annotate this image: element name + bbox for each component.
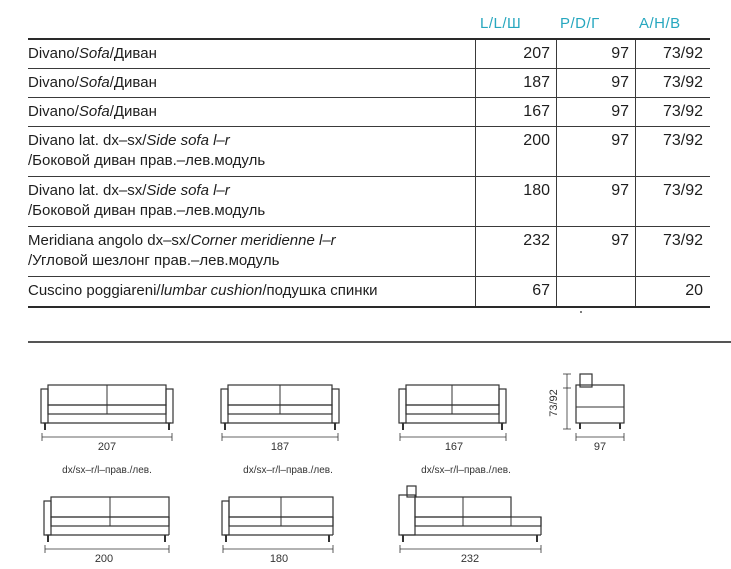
table-row: Divano/Sofa/Диван 187 97 73/92 <box>28 69 710 98</box>
cell-height: 73/92 <box>662 45 703 62</box>
cell-length: 232 <box>523 232 550 249</box>
side-sofa-180-drawing <box>221 496 334 542</box>
sofa-side-view-drawing <box>575 373 625 429</box>
table-row: Cuscino poggiareni/lumbar cushion/подушк… <box>28 277 710 308</box>
dimension-line-depth <box>575 433 625 441</box>
row-description: Divano lat. dx–sx/Side sofa l–r/Боковой … <box>28 132 266 169</box>
header-depth: P/D/Г <box>560 15 600 32</box>
table-header: L/L/Ш P/D/Г A/H/B <box>28 8 710 40</box>
sofa-187-drawing <box>220 384 340 430</box>
dimensions-table: L/L/Ш P/D/Г A/H/B Divano/Sofa/Диван 207 … <box>28 8 710 308</box>
depth-label: 97 <box>594 441 606 453</box>
row-description: Divano/Sofa/Диван <box>28 74 157 91</box>
row-description: Divano/Sofa/Диван <box>28 103 157 120</box>
cell-length: 180 <box>523 182 550 199</box>
width-label-207: 207 <box>98 441 116 453</box>
dimension-line-207 <box>41 433 173 441</box>
dimension-line-167 <box>399 433 507 441</box>
table-row: Meridiana angolo dx–sx/Corner meridienne… <box>28 227 710 277</box>
dimension-line-232 <box>399 545 542 553</box>
cell-height: 73/92 <box>662 74 703 91</box>
cell-length: 200 <box>523 132 550 149</box>
row-description: Meridiana angolo dx–sx/Corner meridienne… <box>28 232 336 269</box>
cell-height: 73/92 <box>662 103 703 120</box>
width-label-232: 232 <box>461 553 479 565</box>
height-label: 73/92 <box>548 389 560 417</box>
width-label-167: 167 <box>445 441 463 453</box>
table-row: Divano lat. dx–sx/Side sofa l–r/Боковой … <box>28 127 710 177</box>
sofa-167-drawing <box>398 384 507 430</box>
cell-depth: 97 <box>611 232 629 249</box>
table-row: Divano/Sofa/Диван 167 97 73/92 <box>28 98 710 127</box>
cell-height: 20 <box>685 282 703 299</box>
width-label-187: 187 <box>271 441 289 453</box>
stray-dot <box>580 311 582 313</box>
cell-depth: 97 <box>611 45 629 62</box>
cell-length: 207 <box>523 45 550 62</box>
dimension-line-height <box>563 373 571 430</box>
table-row: Divano/Sofa/Диван 207 97 73/92 <box>28 40 710 69</box>
row-description: Cuscino poggiareni/lumbar cushion/подушк… <box>28 282 378 299</box>
corner-meridienne-232-drawing <box>398 485 542 542</box>
row-description: Divano/Sofa/Диван <box>28 45 157 62</box>
cell-depth: 97 <box>611 182 629 199</box>
cell-length: 187 <box>523 74 550 91</box>
side-sofa-200-drawing <box>43 496 170 542</box>
dimension-line-200 <box>44 545 170 553</box>
cell-length: 67 <box>532 282 550 299</box>
variant-caption-180: dx/sx–r/l–прав./лев. <box>243 465 333 476</box>
section-divider <box>28 341 731 343</box>
cell-depth: 97 <box>611 132 629 149</box>
variant-caption-232: dx/sx–r/l–прав./лев. <box>421 465 511 476</box>
cell-height: 73/92 <box>662 182 703 199</box>
cell-height: 73/92 <box>662 132 703 149</box>
width-label-200: 200 <box>95 553 113 565</box>
cell-height: 73/92 <box>662 232 703 249</box>
width-label-180: 180 <box>270 553 288 565</box>
dimension-line-187 <box>221 433 339 441</box>
table-row: Divano lat. dx–sx/Side sofa l–r/Боковой … <box>28 177 710 227</box>
cell-depth: 97 <box>611 103 629 120</box>
header-height: A/H/B <box>639 15 681 32</box>
cell-depth: 97 <box>611 74 629 91</box>
variant-caption-200: dx/sx–r/l–прав./лев. <box>62 465 152 476</box>
cell-length: 167 <box>523 103 550 120</box>
dimension-line-180 <box>222 545 334 553</box>
sofa-207-drawing <box>40 384 174 430</box>
row-description: Divano lat. dx–sx/Side sofa l–r/Боковой … <box>28 182 266 219</box>
header-length: L/L/Ш <box>480 15 522 32</box>
